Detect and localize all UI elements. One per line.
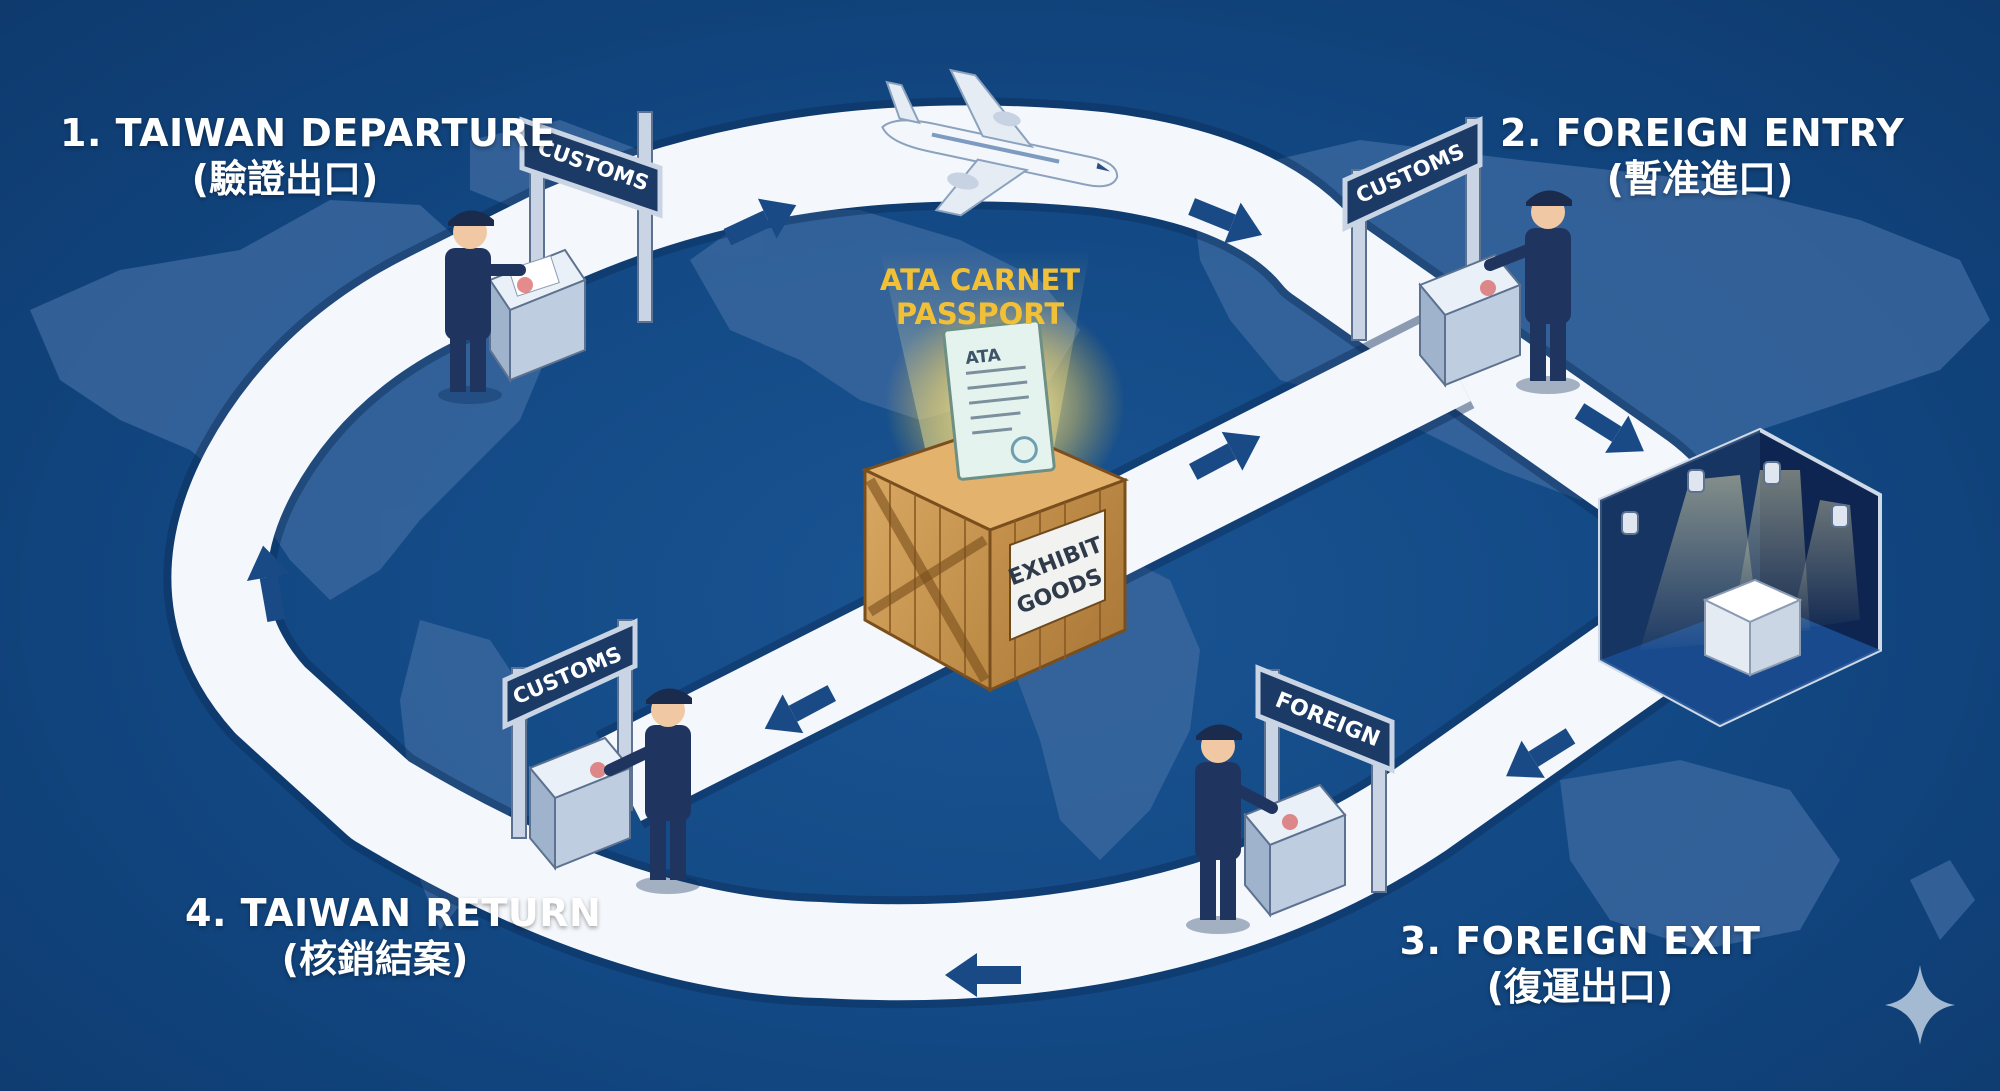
gate-bottom-left xyxy=(502,618,700,894)
exhibition-booth xyxy=(1598,427,1882,728)
officer-top-left xyxy=(438,210,526,404)
step-2-subtitle: (暫准進口) xyxy=(1606,157,1794,202)
officer-bottom-right xyxy=(1186,724,1278,934)
step-3-subtitle: (復運出口) xyxy=(1486,965,1674,1010)
step-1-title: 1. TAIWAN DEPARTURE xyxy=(60,111,556,155)
desk-top-left xyxy=(488,248,587,384)
arrow-right-down xyxy=(1574,403,1644,453)
passport-title-line2: PASSPORT xyxy=(896,297,1064,331)
step-3-label: 3. FOREIGN EXIT (復運出口) xyxy=(1390,918,1770,1011)
spotlight-icon xyxy=(1621,461,1849,535)
arrow-top-right xyxy=(1188,198,1263,244)
gate-bottom-right xyxy=(1186,664,1395,934)
airplane-icon xyxy=(881,68,1119,217)
gate-top-right xyxy=(1342,116,1580,394)
arrow-diagonal-up xyxy=(1188,431,1261,480)
official-stamp-icon xyxy=(1480,280,1496,296)
official-stamp-icon xyxy=(590,762,606,778)
officer-bottom-left xyxy=(604,688,700,894)
exhibit-crate xyxy=(861,423,1129,693)
step-4-title: 4. TAIWAN RETURN xyxy=(185,891,602,935)
arrow-left-up xyxy=(246,545,291,623)
route-arrows xyxy=(246,198,1644,997)
arrow-right-lower xyxy=(1506,728,1576,778)
officer-top-right xyxy=(1484,190,1580,394)
arrow-top-left xyxy=(723,198,797,246)
step-2-title: 2. FOREIGN ENTRY xyxy=(1500,111,1905,155)
gate-top-left xyxy=(438,111,663,404)
desk-top-right xyxy=(1418,253,1522,388)
step-3-title: 3. FOREIGN EXIT xyxy=(1399,919,1761,963)
arrow-diagonal-down xyxy=(764,685,837,734)
passport-title-line1: ATA CARNET xyxy=(880,263,1080,297)
step-1-label: 1. TAIWAN DEPARTURE (驗證出口) xyxy=(60,110,556,203)
desk-bottom-right xyxy=(1243,783,1347,918)
step-4-label: 4. TAIWAN RETURN (核銷結案) xyxy=(185,890,602,983)
official-stamp-icon xyxy=(517,277,533,293)
document-label: ATA xyxy=(964,345,1002,369)
official-stamp-icon xyxy=(1282,814,1298,830)
arrow-bottom xyxy=(945,953,1021,997)
desk-bottom-left xyxy=(528,736,632,871)
step-2-label: 2. FOREIGN ENTRY (暫准進口) xyxy=(1500,110,1905,203)
step-1-subtitle: (驗證出口) xyxy=(191,157,379,202)
display-stand xyxy=(1702,578,1803,677)
sparkle-icon xyxy=(1885,965,1955,1045)
ata-document xyxy=(942,319,1056,481)
step-4-subtitle: (核銷結案) xyxy=(281,937,469,982)
